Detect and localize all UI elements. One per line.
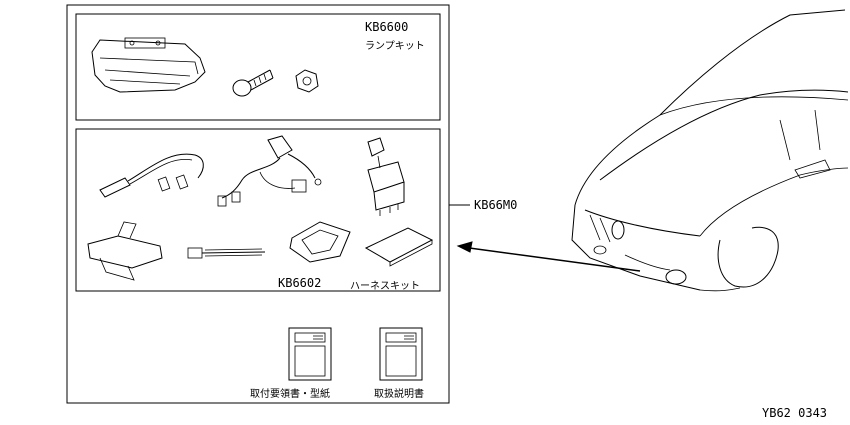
car-illustration — [571, 9, 849, 292]
harness-kit-name: ハーネスキット — [350, 281, 420, 292]
nut-illustration — [295, 69, 319, 93]
cable-tie-illustration — [187, 247, 266, 259]
splice-connector-illustration — [87, 221, 163, 281]
diagram-id: YB62 0343 — [762, 406, 828, 420]
wiring-harness-illustration — [217, 135, 322, 207]
bolt-illustration — [232, 69, 274, 97]
lamp-kit-code: KB6600 — [365, 20, 409, 34]
harness-kit-code: KB6602 — [278, 276, 322, 290]
tie-base-illustration — [289, 221, 351, 263]
install-manual-label: 取付要領書・型紙 — [250, 389, 330, 400]
cleaning-pad-illustration — [364, 227, 434, 267]
assembly-frame — [66, 4, 450, 404]
owner-manual-icon — [379, 327, 423, 381]
install-manual-icon — [288, 327, 332, 381]
relay-illustration — [367, 137, 405, 216]
install-location-arrow — [456, 241, 641, 272]
fog-lamp-illustration — [91, 37, 206, 93]
owner-manual-label: 取扱説明書 — [374, 389, 424, 400]
harness-kit-box — [75, 128, 441, 292]
lamp-kit-box — [75, 13, 441, 121]
fuse-wire-illustration — [99, 153, 204, 198]
lamp-kit-name: ランプキット — [365, 41, 425, 52]
assembly-code: KB66M0 — [474, 198, 518, 212]
